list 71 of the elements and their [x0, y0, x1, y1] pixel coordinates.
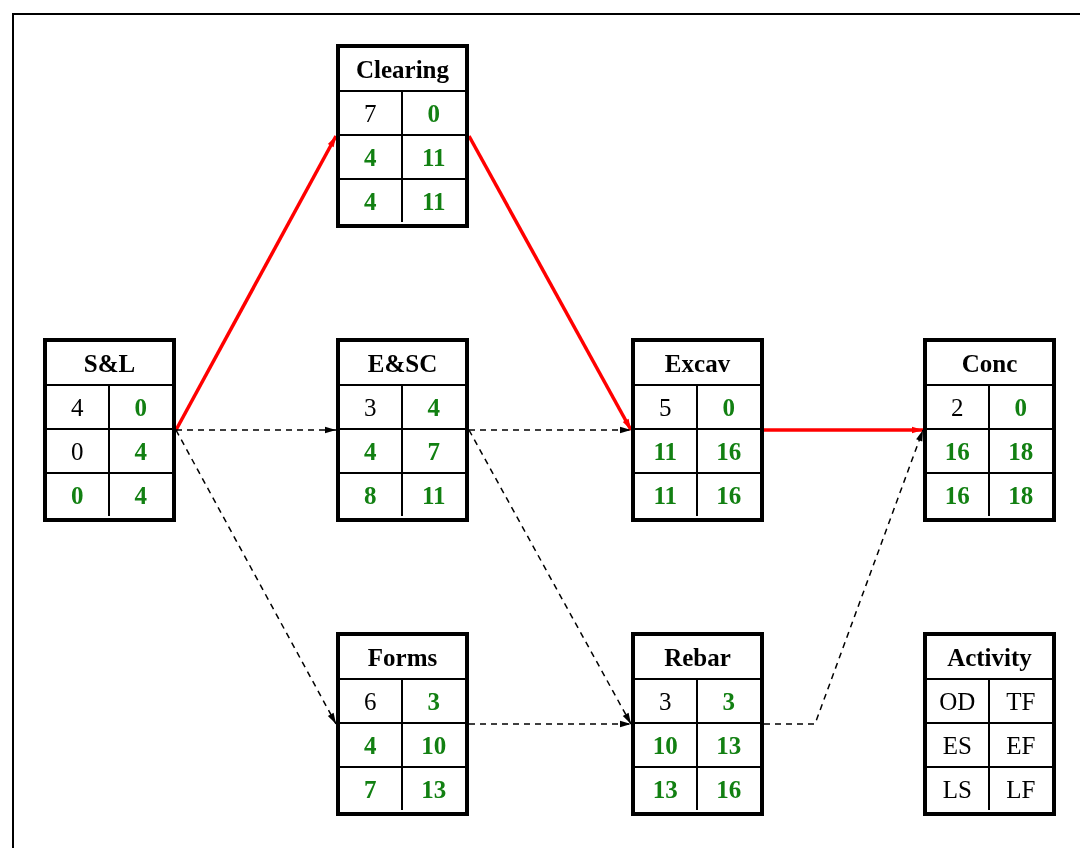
activity-box: [923, 338, 1056, 522]
schedule-value: 11: [421, 482, 446, 508]
schedule-value: 0: [427, 100, 440, 126]
schedule-value: 11: [653, 438, 678, 464]
activity-title: Forms: [367, 644, 438, 670]
schedule-value: LF: [1006, 776, 1036, 802]
schedule-value: 7: [364, 100, 377, 126]
activity-title: Activity: [947, 644, 1032, 670]
schedule-value: 5: [659, 394, 672, 420]
schedule-value: 0: [1014, 394, 1027, 420]
schedule-value: TF: [1006, 688, 1036, 714]
schedule-value: 13: [716, 732, 742, 758]
activity-box: [631, 338, 764, 522]
schedule-value: 0: [722, 394, 735, 420]
arrow: [468, 720, 632, 728]
arrow: [468, 426, 632, 434]
schedule-value: 4: [134, 482, 147, 508]
schedule-value: 11: [421, 188, 446, 214]
activity-title: Rebar: [664, 644, 731, 670]
schedule-value: 3: [659, 688, 672, 714]
schedule-value: 4: [364, 732, 377, 758]
schedule-value: 7: [427, 438, 440, 464]
activity-title: Clearing: [355, 56, 449, 82]
schedule-value: 8: [364, 482, 377, 508]
schedule-value: LS: [942, 776, 972, 802]
activity-title: Conc: [961, 350, 1018, 376]
schedule-value: 13: [421, 776, 447, 802]
schedule-value: 0: [71, 438, 84, 464]
schedule-value: 16: [716, 438, 742, 464]
activity-box: [336, 44, 469, 228]
activity-box: [923, 632, 1056, 816]
schedule-value: 2: [951, 394, 964, 420]
schedule-value: 3: [722, 688, 735, 714]
schedule-value: 10: [421, 732, 447, 758]
schedule-value: 3: [427, 688, 440, 714]
schedule-value: 18: [1008, 482, 1034, 508]
schedule-value: 6: [364, 688, 377, 714]
activity-title: S&L: [83, 350, 136, 376]
schedule-value: 18: [1008, 438, 1034, 464]
activity-box: [336, 632, 469, 816]
schedule-value: 10: [652, 732, 678, 758]
activity-box: [631, 632, 764, 816]
schedule-value: 0: [71, 482, 84, 508]
schedule-value: 0: [134, 394, 147, 420]
schedule-value: ES: [942, 732, 972, 758]
activity-box: [336, 338, 469, 522]
arrow: [175, 426, 337, 434]
schedule-value: EF: [1006, 732, 1036, 758]
schedule-value: 16: [944, 438, 970, 464]
schedule-value: 16: [944, 482, 970, 508]
schedule-value: 4: [364, 438, 377, 464]
schedule-value: 7: [364, 776, 377, 802]
activity-box: [43, 338, 176, 522]
schedule-value: 4: [134, 438, 147, 464]
activity-title: Excav: [664, 350, 731, 376]
schedule-value: OD: [939, 688, 976, 714]
schedule-value: 3: [364, 394, 377, 420]
arrow: [175, 429, 337, 725]
arrow: [764, 426, 923, 434]
activity-title: E&SC: [367, 350, 438, 376]
schedule-value: 11: [421, 144, 446, 170]
schedule-value: 4: [427, 394, 440, 420]
schedule-value: 4: [364, 188, 377, 214]
schedule-value: 16: [716, 776, 742, 802]
schedule-value: 11: [653, 482, 678, 508]
arrow: [468, 429, 632, 725]
schedule-value: 4: [364, 144, 377, 170]
schedule-value: 13: [652, 776, 678, 802]
schedule-value: 16: [716, 482, 742, 508]
arrow: [763, 429, 924, 725]
schedule-value: 4: [71, 394, 84, 420]
